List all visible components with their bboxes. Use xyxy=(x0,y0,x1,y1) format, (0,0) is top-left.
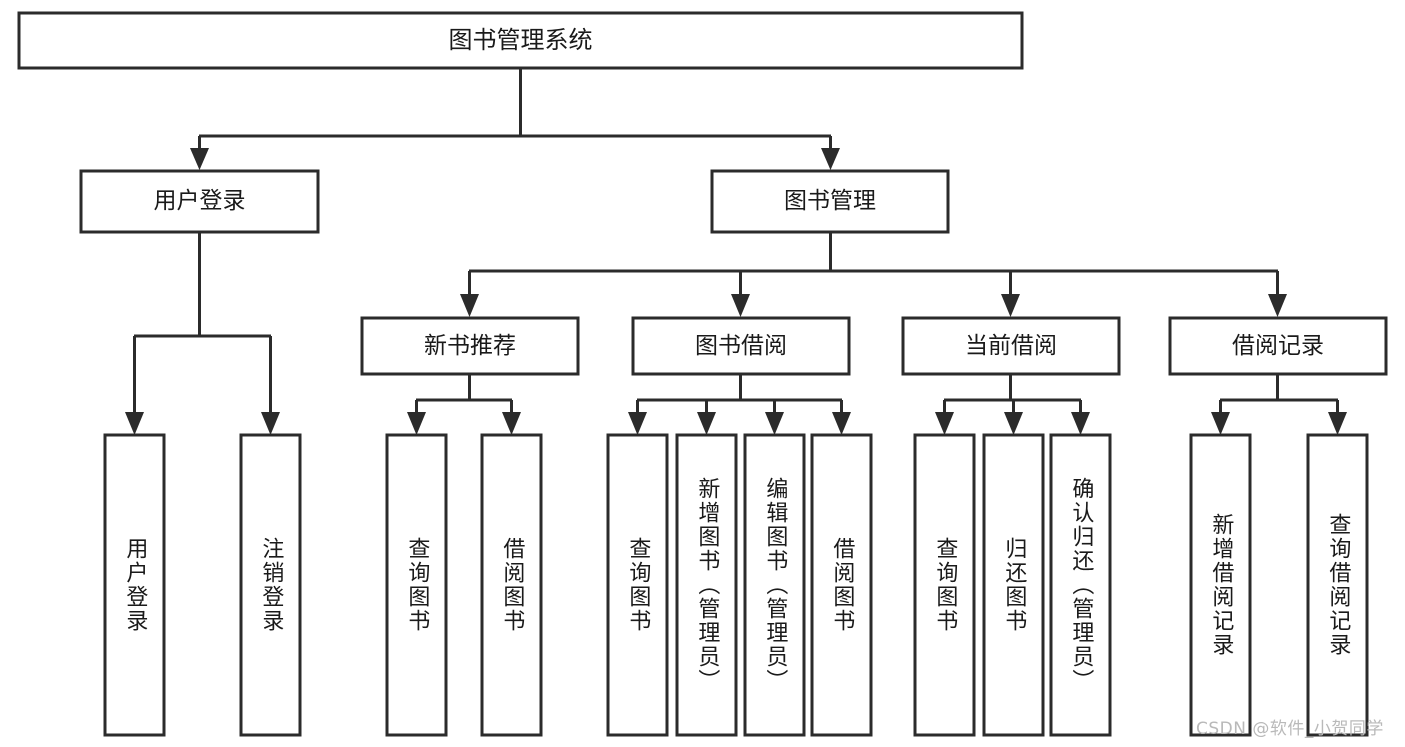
arrow-head-new-book xyxy=(460,294,479,317)
node-current-borrow-box[interactable] xyxy=(901,316,1121,376)
leaf-box-logout[interactable] xyxy=(239,433,302,737)
node-user-login-box[interactable] xyxy=(79,169,320,234)
leaf-box-user-login[interactable] xyxy=(103,433,166,737)
arrow-head-bb-leaf-2 xyxy=(697,412,716,435)
arrow-head-br-leaf-1 xyxy=(1211,412,1230,435)
arrow-head-bb-leaf-1 xyxy=(628,412,647,435)
arrow-head-book-manage xyxy=(821,148,840,170)
arrow-head-user-login xyxy=(190,148,209,170)
node-new-book-recommend-box[interactable] xyxy=(360,316,580,376)
arrow-head-nb-leaf-1 xyxy=(407,412,426,435)
leaf-box-bb-query-book[interactable] xyxy=(606,433,669,737)
node-book-manage-box[interactable] xyxy=(710,169,950,234)
arrow-head-current-borrow xyxy=(1001,294,1020,317)
node-root-box[interactable] xyxy=(17,11,1024,70)
arrow-head-cb-leaf-2 xyxy=(1004,412,1023,435)
arrow-head-bb-leaf-3 xyxy=(765,412,784,435)
watermark-text: CSDN @软件_小贺同学 xyxy=(1196,719,1384,739)
leaf-box-cb-confirm-return[interactable] xyxy=(1049,433,1112,737)
arrow-head-cb-leaf-3 xyxy=(1071,412,1090,435)
leaf-box-br-query-record[interactable] xyxy=(1306,433,1369,737)
arrow-head-nb-leaf-2 xyxy=(502,412,521,435)
arrow-head-book-borrow xyxy=(731,294,750,317)
arrow-head-leaf-user-login xyxy=(125,412,144,435)
leaf-box-bb-borrow-book[interactable] xyxy=(810,433,873,737)
node-book-borrow-box[interactable] xyxy=(631,316,851,376)
arrow-head-leaf-logout xyxy=(261,412,280,435)
leaf-box-nb-borrow-book[interactable] xyxy=(480,433,543,737)
leaf-box-cb-return-book[interactable] xyxy=(982,433,1045,737)
arrow-head-cb-leaf-1 xyxy=(935,412,954,435)
arrow-head-bb-leaf-4 xyxy=(832,412,851,435)
leaf-box-nb-query-book[interactable] xyxy=(385,433,448,737)
leaf-box-bb-edit-book[interactable] xyxy=(743,433,806,737)
leaf-box-bb-add-book[interactable] xyxy=(675,433,738,737)
arrow-head-br-leaf-2 xyxy=(1328,412,1347,435)
arrow-head-borrow-record xyxy=(1268,294,1287,317)
leaf-box-br-add-record[interactable] xyxy=(1189,433,1252,737)
node-borrow-record-box[interactable] xyxy=(1168,316,1388,376)
leaf-box-cb-query-book[interactable] xyxy=(913,433,976,737)
